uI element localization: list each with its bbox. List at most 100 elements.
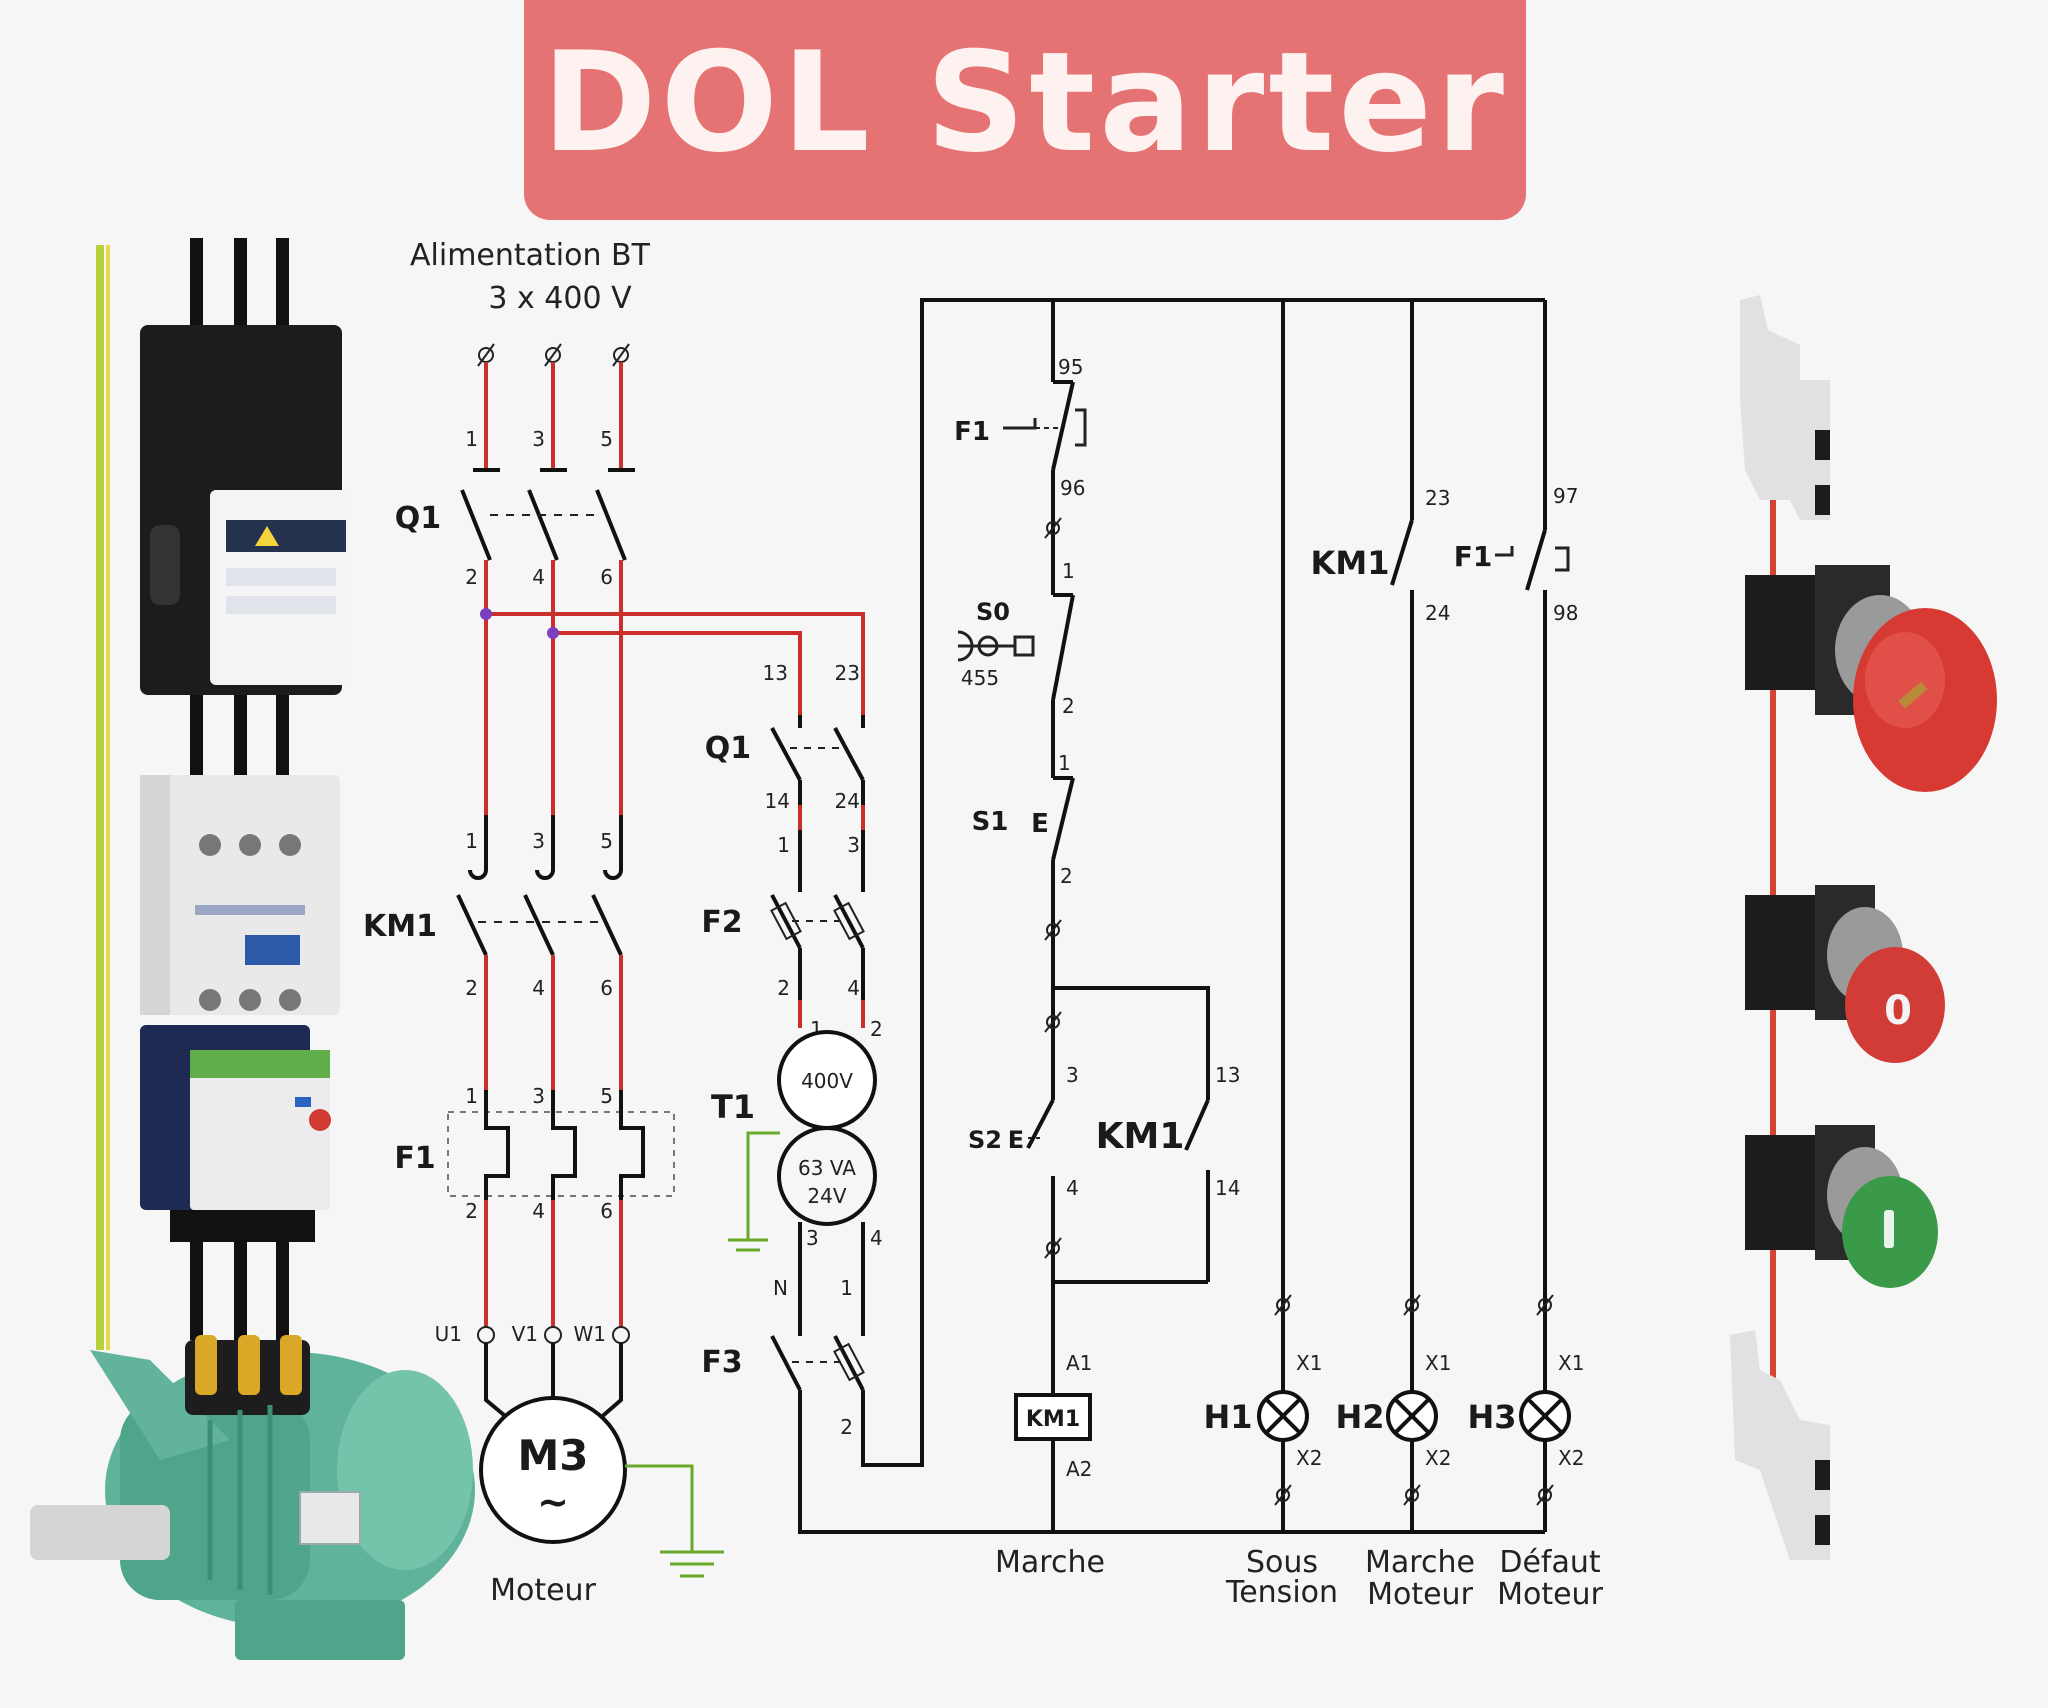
t1-label: T1 <box>711 1088 755 1126</box>
t1-secondary-1: 63 VA <box>798 1156 856 1180</box>
title-banner: DOL Starter <box>524 0 1526 220</box>
caption-defaut-moteur-1: Défaut <box>1499 1545 1601 1580</box>
f1-ctrl-96: 96 <box>1060 476 1085 500</box>
km1-coil-label: KM1 <box>1026 1407 1080 1432</box>
km1-hold-label: KM1 <box>1096 1116 1185 1157</box>
q1-breaker-symbol <box>460 489 627 561</box>
power-circuit: 1 3 5 Q1 2 4 6 1 3 5 KM1 <box>363 343 865 1608</box>
f1-nc-contact <box>1003 380 1087 471</box>
terminal-block-bottom <box>1730 1330 1830 1560</box>
f2-bottom-4: 4 <box>847 976 860 1000</box>
motor-symbol-text: M3 <box>517 1431 588 1480</box>
t1-transformer-symbol: 400V 63 VA 24V <box>777 1030 877 1226</box>
t1-out-3: 3 <box>806 1226 819 1250</box>
f1-aux-97: 97 <box>1553 484 1578 508</box>
f1-enclosure <box>447 1111 675 1197</box>
h3-x1: X1 <box>1558 1351 1584 1375</box>
h3-lamp <box>1519 1390 1571 1442</box>
supply-line1: Alimentation BT <box>410 238 651 273</box>
h1-x2: X2 <box>1296 1446 1322 1470</box>
q1-bottom-6: 6 <box>600 565 613 589</box>
q1-label: Q1 <box>395 501 441 536</box>
s1-e: E <box>1031 809 1049 839</box>
stop-button: 0 <box>1745 885 1945 1063</box>
f3-bottom-2: 2 <box>840 1415 853 1439</box>
contactor-photo <box>140 775 340 1015</box>
s0-term-1: 1 <box>1062 559 1075 583</box>
f1-aux-contact <box>1495 495 1570 1532</box>
km1-hold-14: 14 <box>1215 1176 1240 1200</box>
s1-term-1: 1 <box>1058 751 1071 775</box>
f1-top-1: 1 <box>465 1084 478 1108</box>
s2-e: E <box>1008 1126 1024 1154</box>
km1-main-contacts <box>456 894 623 956</box>
breaker-photo <box>140 325 350 695</box>
km1-top-5: 5 <box>600 829 613 853</box>
f3-fuse-breaker <box>770 1335 865 1391</box>
aux-q1-bottom-24: 24 <box>835 789 860 813</box>
s0-term-2: 2 <box>1062 694 1075 718</box>
caption-marche-moteur-2: Moteur <box>1367 1577 1473 1612</box>
f1-ctrl-label: F1 <box>954 417 990 447</box>
f2-bottom-2: 2 <box>777 976 790 1000</box>
q1-bottom-4: 4 <box>532 565 545 589</box>
km1-top-3: 3 <box>532 829 545 853</box>
q1-bottom-2: 2 <box>465 565 478 589</box>
km1-bottom-2: 2 <box>465 976 478 1000</box>
km1-power-label: KM1 <box>363 909 437 944</box>
right-buttons-photo: 0 <box>1730 295 1997 1560</box>
motor-earth-symbol <box>625 1464 724 1578</box>
f1-power-label: F1 <box>394 1141 435 1176</box>
q1-top-1: 1 <box>465 427 478 451</box>
caption-marche: Marche <box>995 1545 1105 1580</box>
t1-earth-wire <box>746 1131 780 1240</box>
s0-label: S0 <box>976 598 1010 626</box>
terminal-block-top <box>1740 295 1830 520</box>
s1-stop-contact <box>1051 776 1075 861</box>
motor-symbol: M3 ~ <box>479 1396 627 1544</box>
f1-aux-label: F1 <box>1454 540 1493 573</box>
h1-label: H1 <box>1203 1398 1252 1436</box>
aux-q1-top-13: 13 <box>763 661 788 685</box>
aux-q1-bottom-14: 14 <box>765 789 790 813</box>
left-equipment-photo <box>30 238 475 1660</box>
s1-term-2: 2 <box>1060 864 1073 888</box>
km1-aux-23: 23 <box>1425 486 1450 510</box>
t1-earth-symbol <box>728 1238 768 1252</box>
supply-label: Alimentation BT 3 x 400 V <box>410 238 651 316</box>
h2-lamp <box>1386 1390 1438 1442</box>
f1-ctrl-95: 95 <box>1058 355 1083 379</box>
t1-in-2: 2 <box>870 1017 883 1041</box>
s2-start-contact <box>1026 1099 1055 1300</box>
km1-hold-13: 13 <box>1215 1063 1240 1087</box>
f2-label: F2 <box>701 905 742 940</box>
t1-secondary-2: 24V <box>807 1184 846 1208</box>
km1-coil: KM1 <box>1014 1393 1092 1441</box>
s1-label: S1 <box>972 807 1009 837</box>
caption-marche-moteur-1: Marche <box>1365 1545 1475 1580</box>
f2-fuse-breaker <box>770 894 865 949</box>
caption-defaut-moteur-2: Moteur <box>1497 1577 1603 1612</box>
h1-lamp <box>1257 1390 1309 1442</box>
control-circuit: 95 F1 96 1 S0 455 2 1 S1 E <box>954 300 1604 1612</box>
motor-photo <box>30 1335 475 1660</box>
aux-q1-label: Q1 <box>705 731 751 766</box>
motor-label: Moteur <box>490 1573 596 1608</box>
motor-term-v1: V1 <box>512 1322 538 1346</box>
aux-circuit: 13 23 Q1 14 24 1 3 F2 2 4 <box>701 298 1545 1534</box>
f1-aux-98: 98 <box>1553 601 1578 625</box>
h3-x2: X2 <box>1558 1446 1584 1470</box>
km1-hold-contact <box>1184 1099 1210 1282</box>
page-title: DOL Starter <box>542 22 1508 183</box>
h1-x1: X1 <box>1296 1351 1322 1375</box>
s0-emergency-stop-symbol <box>957 593 1075 701</box>
s2-term-3: 3 <box>1066 1063 1079 1087</box>
overload-relay-photo <box>140 1025 331 1242</box>
h2-label: H2 <box>1335 1398 1384 1436</box>
f1-top-3: 3 <box>532 1084 545 1108</box>
caption-tension: Tension <box>1225 1575 1338 1610</box>
caption-sous: Sous <box>1246 1545 1318 1580</box>
q1-top-3: 3 <box>532 427 545 451</box>
km1-top-1: 1 <box>465 829 478 853</box>
